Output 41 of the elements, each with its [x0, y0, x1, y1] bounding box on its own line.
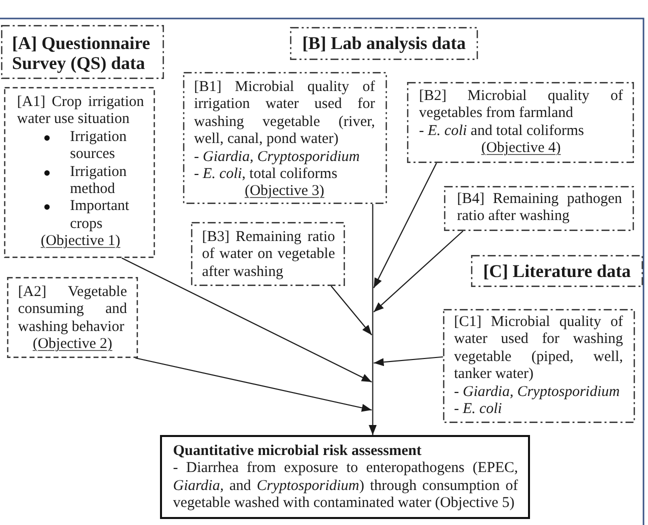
box-text: - Diarrhea from exposure to enteropathogens (EPEC, Giardia, and Cryptosporidium) through consumption of vegetable washed with contaminated water (Objective 5): [173, 460, 518, 513]
list-item: - Giardia, Cryptosporidium: [194, 148, 360, 166]
section-title: [B] Lab analysis data: [302, 33, 466, 53]
list-item: - E. coli: [454, 401, 502, 418]
data-box: [7, 277, 138, 358]
arrow: [373, 162, 437, 288]
list-item: Important crops: [70, 198, 130, 234]
section-title: [C] Literature data: [483, 261, 631, 281]
data-box: [191, 222, 345, 286]
list-item: Irrigation sources: [70, 128, 128, 164]
box-text: [A1] Crop irrigation water use situation: [17, 94, 144, 129]
arrow: [135, 357, 372, 412]
data-box: [4, 87, 155, 258]
section-header-box: [1, 25, 164, 79]
arrow: [374, 356, 444, 366]
arrow: [122, 258, 372, 382]
objective-label: (Objective 1): [40, 233, 120, 251]
section-header-box: [290, 27, 478, 60]
list-item: Irrigation method: [70, 164, 128, 198]
section-title: [A] Questionnaire Survey (QS) data: [12, 33, 152, 73]
box-text: [C1] Microbial quality of water used for washing vegetable (piped, well, tanker water): [454, 314, 623, 384]
list-item: - E. coli, total coliforms: [194, 166, 338, 184]
list-item: - E. coli and total coliforms: [419, 122, 584, 140]
box-text: [B4] Remaining pathogen ratio after washing: [457, 191, 622, 226]
data-box: [407, 82, 634, 163]
result-box: [160, 435, 530, 519]
list-item: - Giardia, Cryptosporidium: [454, 384, 620, 402]
section-header-box: [471, 255, 643, 287]
box-text: [A2] Vegetable consuming and washing behavior: [18, 284, 127, 336]
data-box: [444, 186, 634, 231]
objective-label: (Objective 3): [244, 183, 324, 201]
arrow: [373, 230, 464, 312]
arrow: [330, 286, 372, 336]
box-title: Quantitative microbial risk assessment: [173, 443, 422, 460]
objective-label: (Objective 4): [481, 140, 561, 158]
arrow: [368, 204, 377, 435]
box-text: [B1] Microbial quality of irrigation water used for washing vegetable (river, well, canal, pond water): [194, 79, 375, 149]
box-text: [B3] Remaining ratio of water on vegetable after washing: [202, 229, 335, 282]
data-box: [443, 309, 635, 423]
objective-label: (Objective 2): [32, 336, 112, 354]
data-box: [183, 72, 387, 204]
